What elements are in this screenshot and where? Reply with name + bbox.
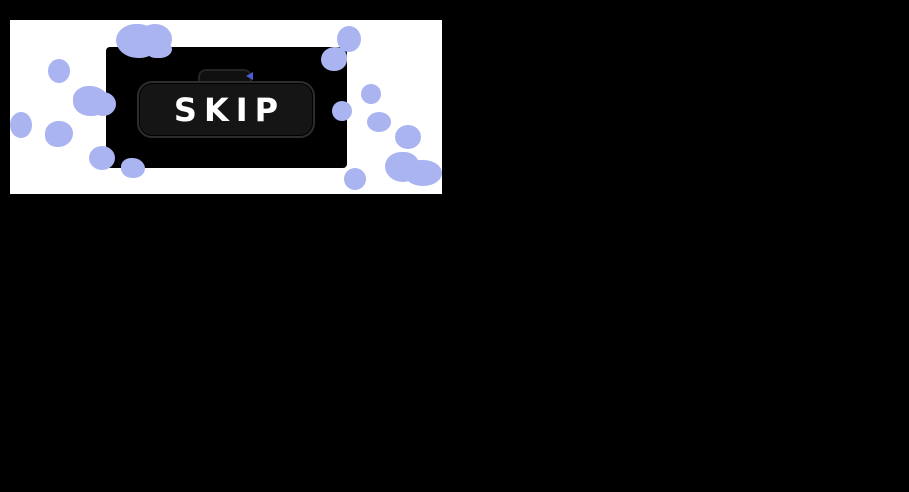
paint-blob [45,121,73,147]
paint-blob [385,152,419,182]
paint-blob [404,160,442,186]
paint-blob [367,112,391,132]
paint-blob [73,86,109,116]
paint-blob [361,84,381,104]
paint-blob [344,168,366,190]
skip-button[interactable]: SKIP [137,81,315,138]
paint-blob [10,112,32,138]
cursor-triangle-icon [246,72,253,80]
game-viewport: SKIP [10,20,442,194]
paint-blob [48,59,70,83]
paint-blob [395,125,421,149]
